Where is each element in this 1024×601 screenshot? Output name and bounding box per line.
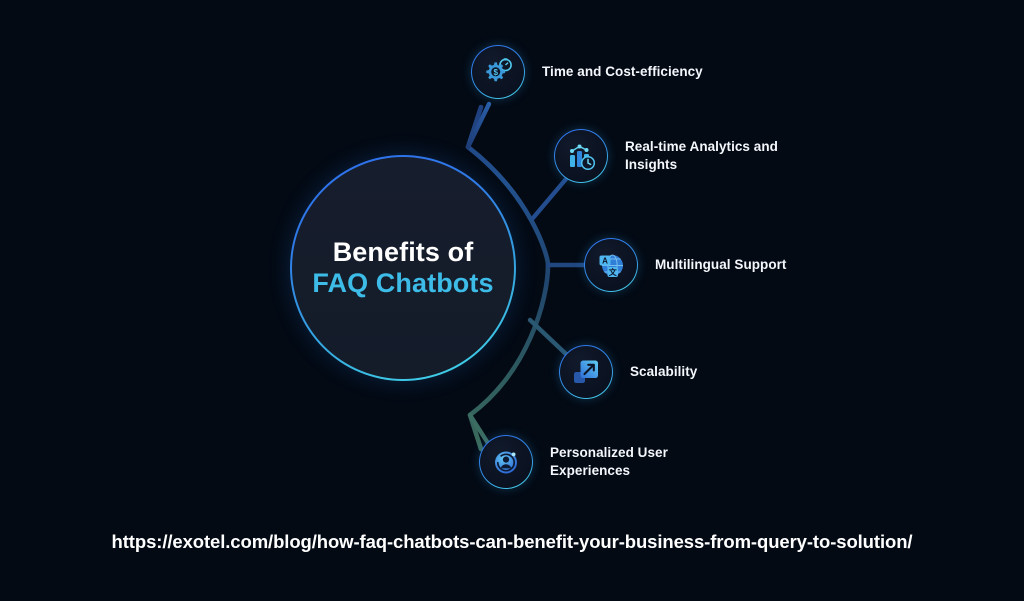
gear-dollar-stopwatch-icon: $ <box>471 45 525 99</box>
expand-arrow-squares-icon <box>559 345 613 399</box>
hub-title-line1: Benefits of <box>332 236 474 267</box>
svg-text:$: $ <box>493 68 498 77</box>
branch-node-realtime-analytics-and-insights[interactable]: Real-time Analytics and Insights <box>554 129 778 183</box>
globe-language-tiles-icon: A 文 <box>584 238 638 292</box>
svg-text:A: A <box>602 256 608 265</box>
branch-node-time-and-cost-efficiency[interactable]: $ Time and Cost-efficiency <box>471 45 703 99</box>
branch-label: Multilingual Support <box>655 257 787 273</box>
branch-label: Time and Cost-efficiency <box>542 64 703 80</box>
hub-title-line2: FAQ Chatbots <box>312 268 494 298</box>
branch-node-personalized-user-experiences[interactable]: Personalized User Experiences <box>479 435 668 489</box>
user-orbit-icon <box>479 435 533 489</box>
branch-node-multilingual-support[interactable]: A 文 Multilingual Support <box>584 238 786 292</box>
branch-label: Scalability <box>630 364 698 380</box>
svg-text:文: 文 <box>608 267 617 277</box>
branch-label: Personalized User Experiences <box>550 445 668 478</box>
source-url-caption: https://exotel.com/blog/how-faq-chatbots… <box>111 531 913 552</box>
branch-node-scalability[interactable]: Scalability <box>559 345 697 399</box>
central-hub: Benefits of FAQ Chatbots <box>290 155 516 381</box>
bar-chart-clock-icon <box>554 129 608 183</box>
branch-label: Real-time Analytics and Insights <box>625 139 778 172</box>
